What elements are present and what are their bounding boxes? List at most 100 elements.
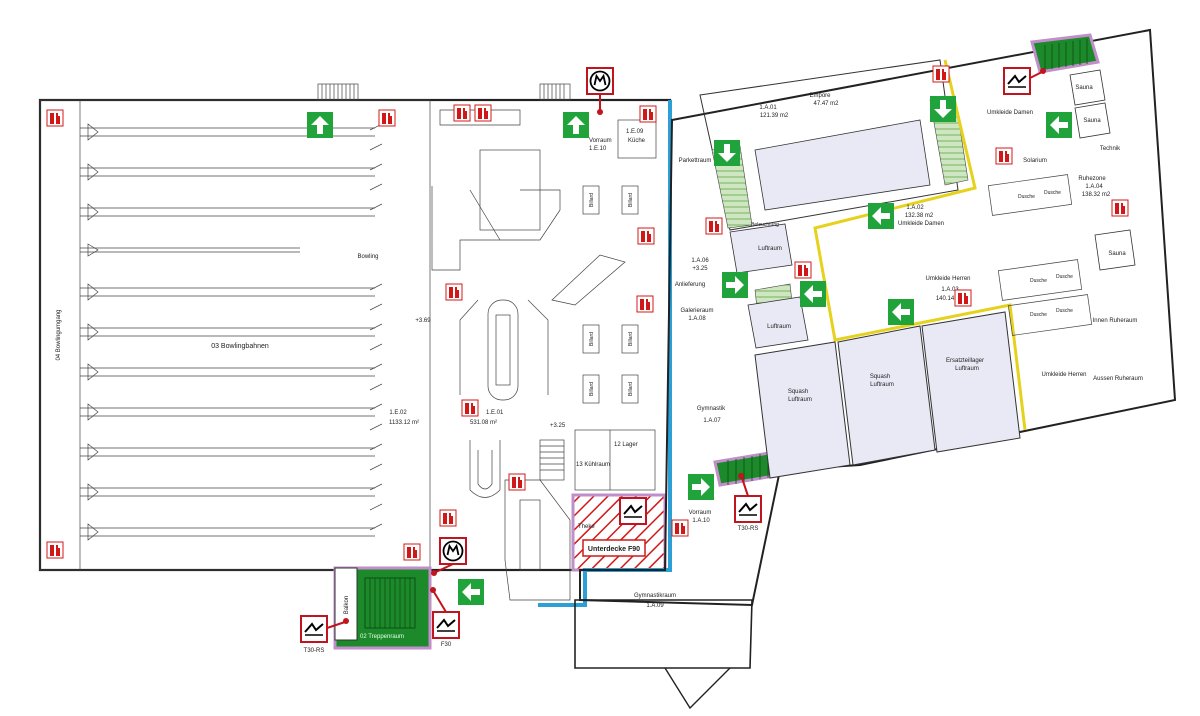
technik-label: Technik (1100, 146, 1121, 152)
ruhezone-code: 1.A.04 (1085, 184, 1103, 190)
fire-extinguisher-icon (474, 104, 492, 122)
fire-extinguisher-icon (794, 261, 812, 279)
right-building: Gymnastikraum 1.A.09 1.A.01 121.39 m2 Em… (574, 28, 1177, 710)
fire-door-rs-icon (432, 611, 460, 639)
empore-area: 47.47 m2 (813, 101, 839, 107)
svg-text:Billard: Billard (589, 382, 595, 396)
umkleide-herren-area: 140.14 m2 (936, 296, 965, 302)
assembly-point-icon (439, 537, 467, 565)
aussen-ruheraum-label: Aussen Ruheraum (1093, 376, 1143, 382)
r1a07-code: 1.A.07 (703, 418, 721, 424)
svg-text:Dusche: Dusche (1030, 312, 1047, 318)
fire-extinguisher-icon (508, 473, 526, 491)
rs-door-left: T30-RS (300, 615, 349, 654)
fire-extinguisher-icon (46, 109, 64, 127)
r1a01-area: 121.39 m2 (760, 113, 789, 119)
exit-arrow-icon (930, 96, 956, 122)
r1a01-code: 1.A.01 (759, 105, 777, 111)
fire-extinguisher-icon (954, 289, 972, 307)
fire-extinguisher-icon (439, 509, 457, 527)
rs-door-bottom: F30 (430, 587, 460, 648)
galerie-label: Galerieraum (680, 308, 713, 314)
umkleide-herren-label: Umkleide Herren (925, 276, 970, 282)
svg-text:Billard: Billard (628, 332, 634, 346)
umkleide-damen-code: 1.A.02 (906, 205, 924, 211)
fire-extinguisher-icon (1111, 199, 1129, 217)
room-1e01-area: 531.08 m² (470, 420, 497, 426)
rs-door-mid: T30-RS (734, 473, 762, 532)
kueche-label: Küche (628, 138, 646, 144)
parkettraum-label: Parkettraum (679, 158, 712, 164)
fire-extinguisher-icon (637, 227, 655, 245)
left-building: 04 Bowlingumgang 03 Bowlingbahnen Bowlin… (38, 83, 672, 650)
umkleide-damen-label: Umkleide Damen (898, 221, 944, 227)
fire-extinguisher-icon (453, 104, 471, 122)
squash1-label: Squash (788, 389, 808, 395)
vorraum-top-label: Vorraum (589, 138, 612, 144)
umkleide-damen-area: 132.38 m2 (905, 213, 934, 219)
vorraum-top-code: 1.E.10 (589, 146, 607, 152)
svg-text:Dusche: Dusche (1018, 194, 1035, 200)
beleuchtung-label: Beleuchtung (751, 222, 779, 228)
svg-text:Billard: Billard (628, 193, 634, 207)
umkleide-damen2-label: Umkleide Damen (987, 110, 1033, 116)
fire-extinguisher-icon (705, 217, 723, 235)
vorraum-bottom-code: 1.A.10 (692, 518, 710, 524)
fire-extinguisher-icon (461, 399, 479, 417)
sauna2-label: Sauna (1083, 118, 1101, 124)
ruhezone-area: 138.32 m2 (1082, 192, 1111, 198)
svg-text:F30: F30 (441, 642, 452, 648)
gymnastik-label: Gymnastik (697, 406, 726, 412)
solarium-label: Solarium (1023, 158, 1047, 164)
gymnastikraum-label: Gymnastikraum (634, 593, 676, 599)
umgang-label: 04 Bowlingumgang (56, 309, 62, 360)
fire-door-signs: T30-RS F30 T30-RS (300, 67, 1046, 654)
r1a08-code: 1.A.08 (688, 316, 706, 322)
room-1e09: 1.E.09 (626, 129, 644, 135)
anlieferung-label: Anlieferung (675, 282, 705, 288)
exit-arrow-icon (1046, 112, 1072, 138)
exit-arrow-icon (868, 203, 894, 229)
r1a06-level: +3.25 (692, 266, 708, 272)
exit-arrow-icon (307, 112, 333, 138)
fire-door-rs-icon (734, 495, 762, 523)
level-369: +3.69 (415, 318, 431, 324)
room-1e02-name: 1.E.02 (389, 410, 407, 416)
fire-door-rs-icon (300, 615, 328, 643)
duschen: Dusche Dusche Dusche Dusche Dusche Dusch… (987, 174, 1093, 336)
exit-arrow-icon (688, 474, 714, 500)
svg-text:Billard: Billard (628, 382, 634, 396)
balkon-label: Balkon (344, 596, 350, 614)
bowlingbahnen-label: 03 Bowlingbahnen (211, 343, 269, 350)
fire-extinguisher-icon (636, 295, 654, 313)
svg-text:Billard: Billard (589, 193, 595, 207)
billard-tables: Billard Billard Billard Billard Billard … (582, 185, 639, 404)
treppenraum-label: 02 Treppenraum (360, 634, 404, 640)
vorraum-bottom-label: Vorraum (689, 510, 712, 516)
fire-extinguisher-icon (671, 519, 689, 537)
bowling-label: Bowling (357, 254, 378, 260)
theke-label: Theke (578, 524, 595, 530)
svg-text:Dusche: Dusche (1044, 190, 1061, 196)
rs-door-topright (1003, 67, 1046, 95)
fire-extinguisher-icon (445, 283, 463, 301)
stairs-icon (364, 577, 416, 629)
svg-text:T30-RS: T30-RS (304, 648, 325, 654)
bowling-lanes (80, 123, 383, 541)
svg-text:Luftraum: Luftraum (955, 366, 979, 372)
luftraum1-label: Luftraum (758, 246, 782, 252)
fire-extinguisher-icon (995, 147, 1013, 165)
exit-arrow-icon (714, 140, 740, 166)
svg-text:Dusche: Dusche (1056, 308, 1073, 314)
umkleide-herren-code: 1.A.03 (941, 287, 959, 293)
room-1e02-area: 1133.12 m² (389, 420, 419, 426)
fire-extinguisher-icon (639, 105, 657, 123)
exit-arrow-icon (722, 272, 748, 298)
exit-arrow-icon (563, 112, 589, 138)
r1a09-code: 1.A.09 (646, 603, 664, 609)
fire-extinguisher-icon (403, 543, 421, 561)
exit-arrow-icon (458, 579, 484, 605)
ersatz-label: Ersatzteillager (946, 358, 984, 364)
umkleide-herren2-label: Umkleide Herren (1041, 372, 1086, 378)
empore-label: Empore (809, 93, 831, 99)
